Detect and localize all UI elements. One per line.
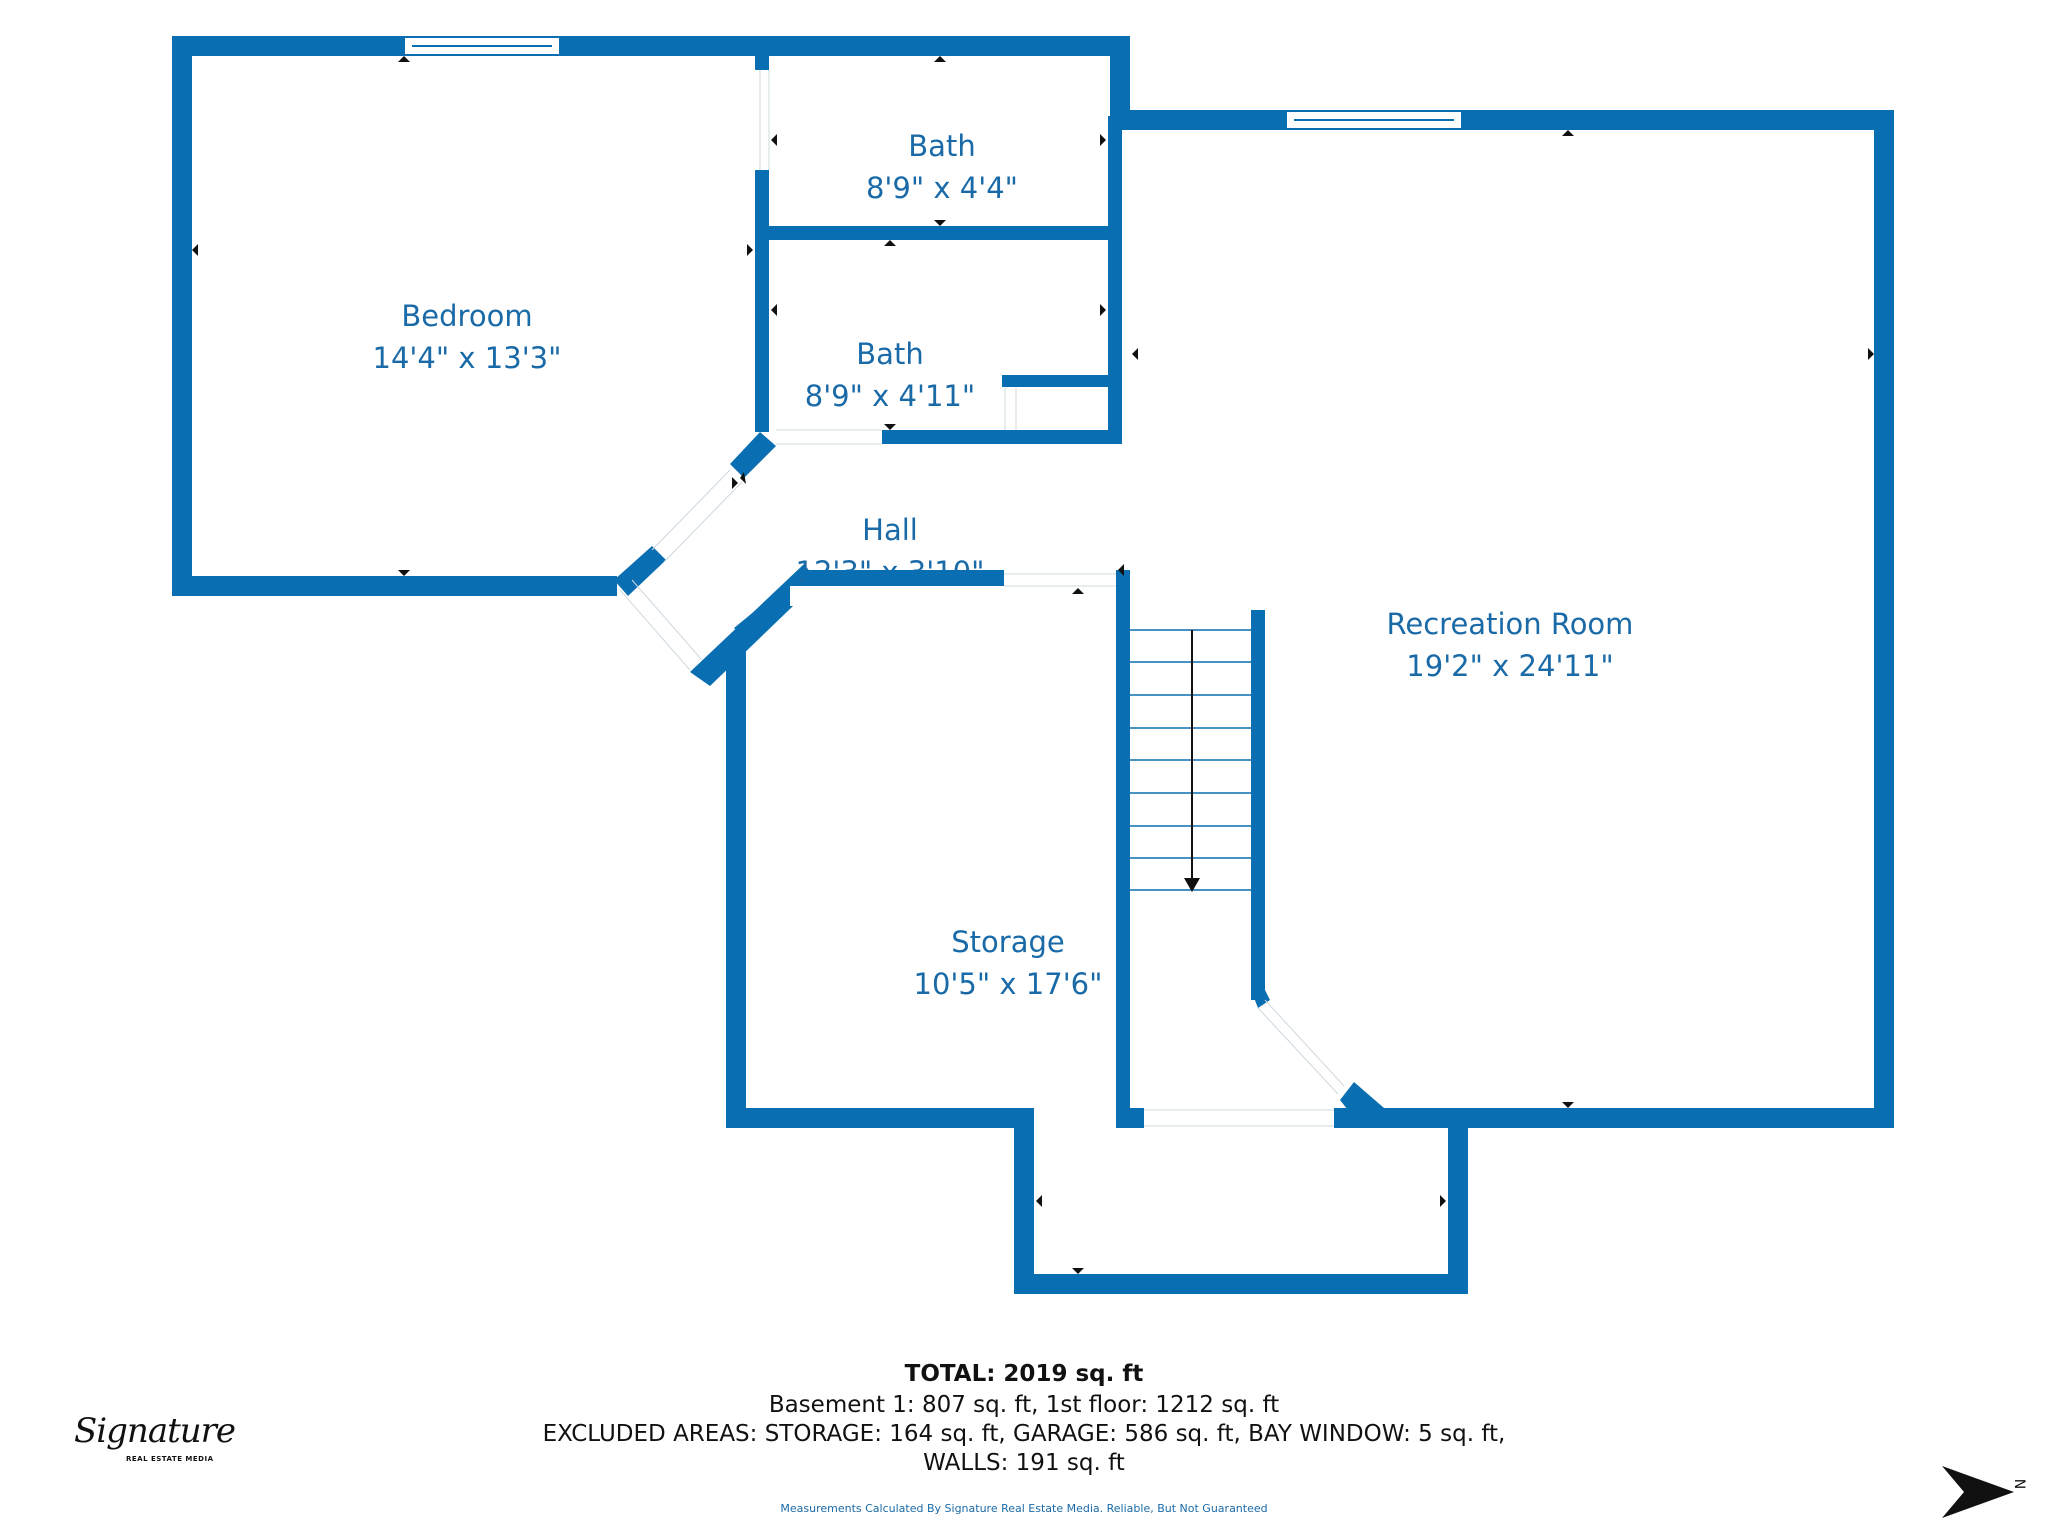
bath2-size: 8'9" x 4'11" (805, 379, 975, 413)
hall-name: Hall (862, 513, 918, 547)
bath2-name: Bath (856, 337, 923, 371)
bedroom-size: 14'4" x 13'3" (373, 341, 562, 375)
logo-subtitle: REAL ESTATE MEDIA (126, 1455, 214, 1463)
bath2-wall-bottom (882, 430, 1122, 444)
walls (172, 36, 1894, 1294)
storage-name: Storage (951, 925, 1064, 959)
bath1-size: 8'9" x 4'4" (866, 171, 1018, 205)
windows (403, 36, 1463, 130)
walls-area: WALLS: 191 sq. ft (923, 1450, 1125, 1476)
storage-diagonal-wall-2 (690, 564, 818, 686)
bath-wall-right-upper (1110, 36, 1130, 116)
hall-diagonal-wall-upper (730, 432, 776, 478)
recreation-wall-top (1122, 110, 1894, 130)
logo-script-text: Signature (74, 1411, 236, 1451)
stair-wall-left (1116, 570, 1130, 1128)
bath1-name: Bath (908, 129, 975, 163)
recreation-name: Recreation Room (1387, 607, 1634, 641)
level-areas: Basement 1: 807 sq. ft, 1st floor: 1212 … (768, 1392, 1280, 1418)
bath-wall-top (755, 36, 1130, 56)
bump-wall-bottom (1014, 1274, 1468, 1294)
hall-wall-overlay (804, 570, 1004, 586)
recreation-wall-right (1874, 110, 1894, 1128)
bedroom-wall-right (755, 170, 769, 432)
storage-wall-bottom (726, 1108, 1034, 1128)
bump-wall-right (1448, 1118, 1468, 1294)
storage-wall-left (726, 640, 746, 1128)
stair-diagonal-wall (1251, 990, 1270, 1008)
recreation-wall-bottom (1362, 1108, 1894, 1128)
bedroom-wall-left (172, 36, 192, 596)
bedroom-name: Bedroom (401, 299, 532, 333)
bedroom-wall-bottom (172, 576, 617, 596)
bump-wall-top-left (1116, 1108, 1144, 1128)
room-labels: Bedroom 14'4" x 13'3" Bath 8'9" x 4'4" B… (373, 129, 1634, 1001)
closet-wall-left (1002, 375, 1016, 387)
stair-wall-right (1251, 610, 1265, 1000)
closet-wall-top (1002, 375, 1118, 387)
bedroom-wall-right-upper (755, 52, 769, 70)
stair-arrow-icon (1184, 878, 1200, 892)
bath-wall-right (1108, 116, 1122, 444)
recreation-size: 19'2" x 24'11" (1406, 649, 1613, 683)
stairs (1130, 629, 1251, 891)
openings (619, 70, 1345, 1127)
north-label: N (2011, 1478, 2028, 1490)
bump-wall-top-right (1334, 1108, 1382, 1128)
bump-wall-left (1014, 1108, 1034, 1294)
dimension-markers (192, 56, 1874, 1274)
total-area: TOTAL: 2019 sq. ft (904, 1361, 1144, 1387)
signature-logo: Signature REAL ESTATE MEDIA (74, 1405, 236, 1485)
storage-size: 10'5" x 17'6" (914, 967, 1103, 1001)
north-arrow-icon (1942, 1466, 2014, 1518)
bath-wall-divider (760, 226, 1115, 240)
hall-cover (790, 586, 1004, 606)
measurement-disclaimer: Measurements Calculated By Signature Rea… (780, 1502, 1268, 1515)
excluded-areas: EXCLUDED AREAS: STORAGE: 164 sq. ft, GAR… (542, 1421, 1506, 1447)
hall-diagonal-wall-lower (614, 546, 666, 596)
